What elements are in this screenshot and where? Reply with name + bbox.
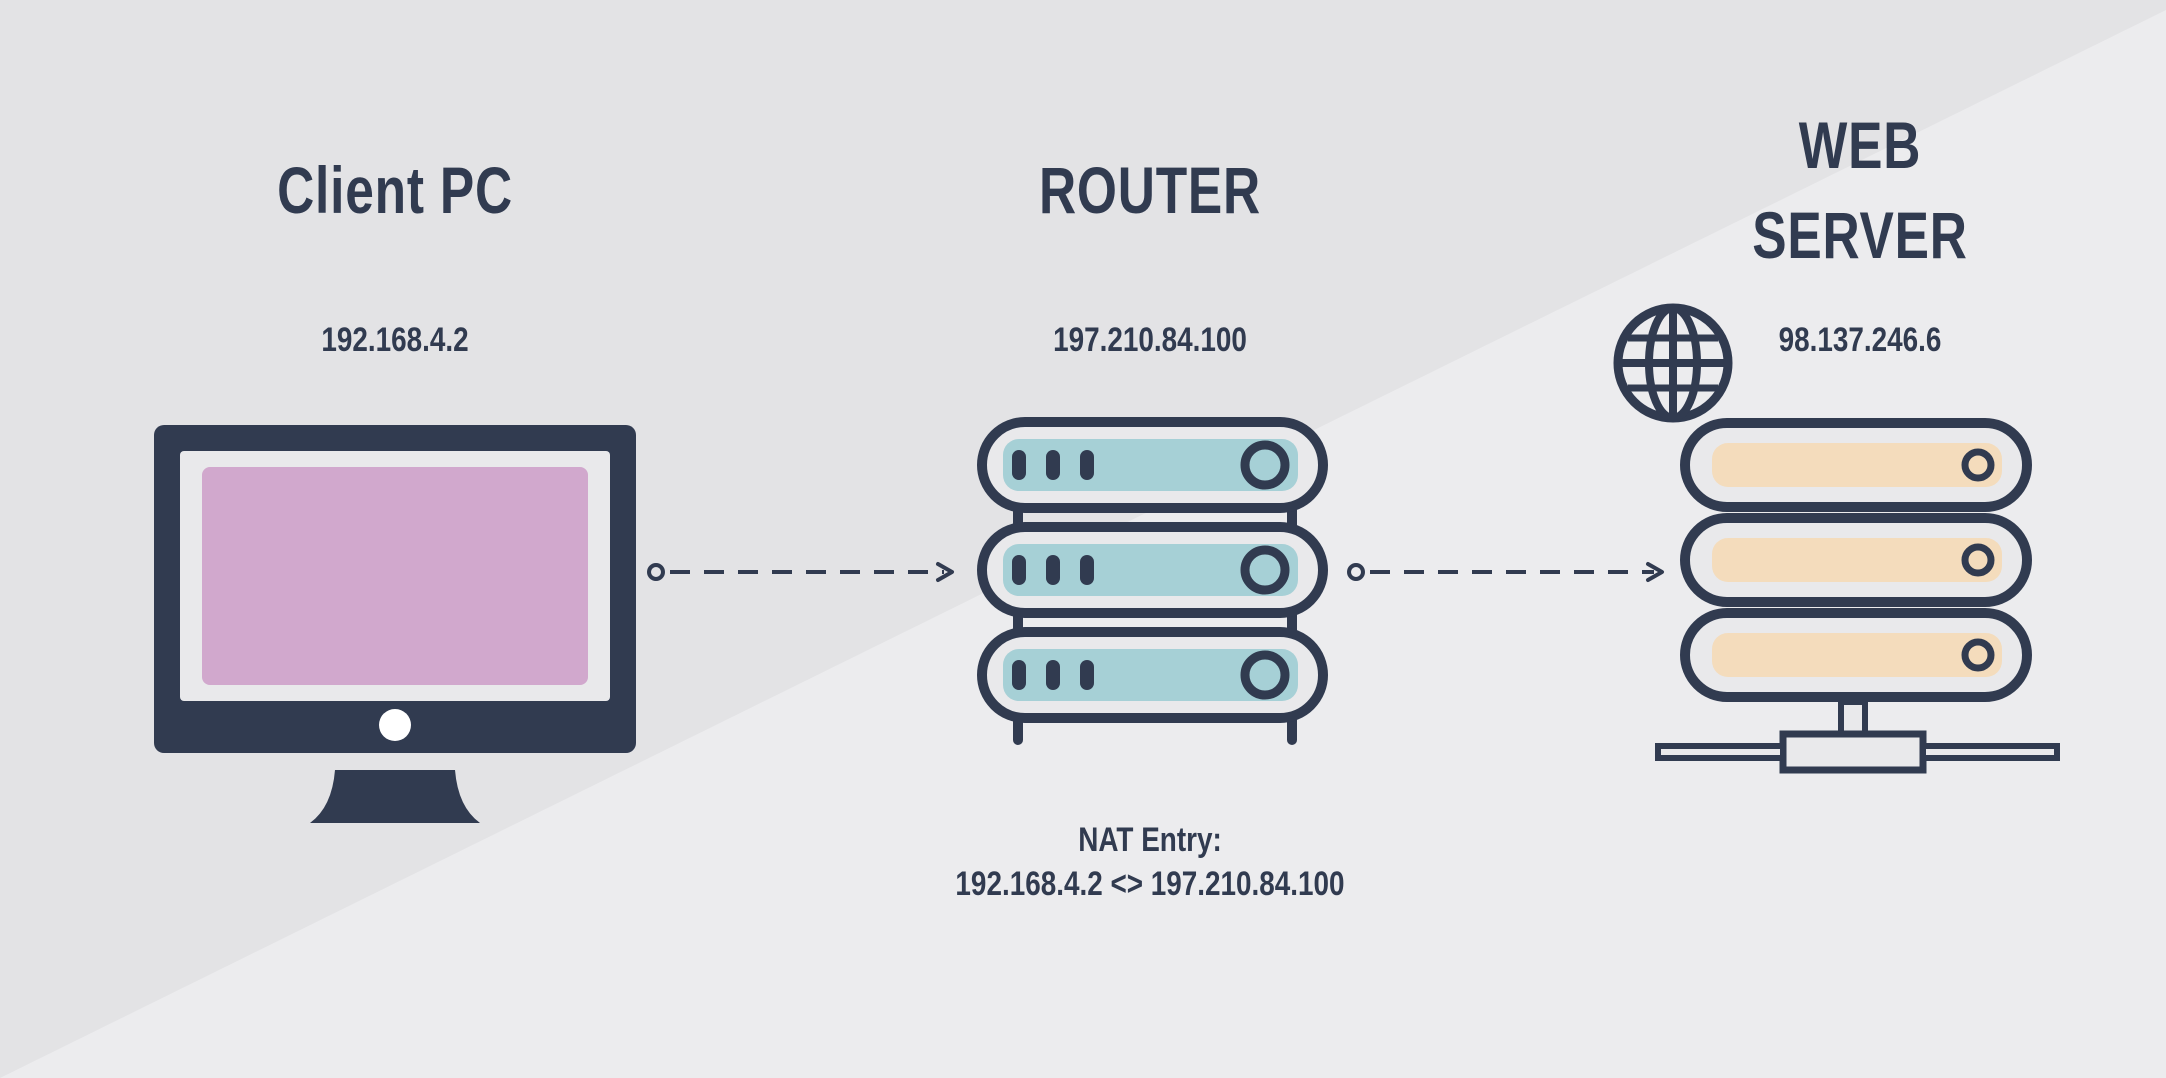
connector-client-router [647,562,954,582]
router-ip: 197.210.84.100 [1053,321,1247,359]
server-title-line1: WEB [1798,108,1922,182]
client-ip: 192.168.4.2 [321,321,469,359]
nat-entry-mapping: 192.168.4.2 <> 197.210.84.100 [955,865,1345,903]
server-ip: 98.137.246.6 [1778,321,1942,359]
client-title: Client PC [277,153,513,227]
server-title-line2: SERVER [1752,198,1968,272]
server-stack-icon [1655,418,2060,774]
connector-router-server [1347,562,1664,582]
router-title: ROUTER [1038,153,1262,227]
router-rack-icon [977,417,1328,745]
nat-entry-label: NAT Entry: [1078,821,1222,859]
globe-icon [1613,303,1733,423]
desktop-monitor-icon [154,425,636,823]
